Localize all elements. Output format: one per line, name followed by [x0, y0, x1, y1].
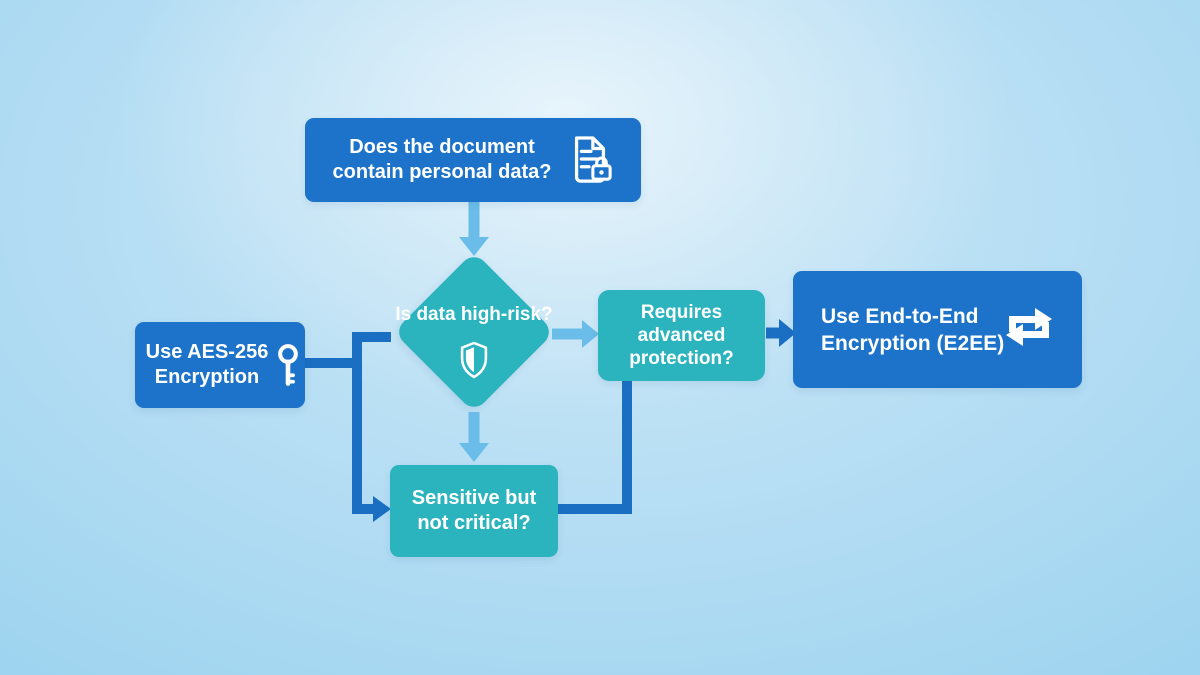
- edge-decision-advanced: [552, 320, 599, 348]
- edge-decision-sensitive: [459, 412, 489, 462]
- shield-icon: [460, 341, 488, 379]
- node-e2ee-label: Use End-to-End Encryption (E2EE): [821, 304, 1005, 355]
- edge-advanced-e2ee: [766, 319, 796, 347]
- edge-sensitive-advanced: [557, 378, 632, 514]
- node-decision-label: Is data high-risk?: [395, 304, 553, 325]
- node-aes-label: Use AES-256 Encryption: [145, 341, 269, 388]
- node-decision-content: Is data high-risk?: [394, 252, 554, 412]
- node-sensitive-not-critical: Sensitive but not critical?: [390, 465, 558, 557]
- key-icon: [278, 344, 298, 386]
- edge-start-decision: [459, 200, 489, 256]
- edge-aes-elbow: [303, 332, 391, 522]
- document-lock-icon: [575, 136, 613, 183]
- node-aes-encryption: Use AES-256 Encryption: [135, 322, 305, 408]
- node-advanced-label: Requires advanced protection?: [629, 302, 734, 369]
- node-start-question: Does the document contain personal data?: [305, 118, 641, 202]
- node-start-label: Does the document contain personal data?: [332, 136, 552, 183]
- node-e2ee-encryption: Use End-to-End Encryption (E2EE): [793, 271, 1082, 388]
- node-advanced-protection: Requires advanced protection?: [598, 290, 765, 381]
- node-sensitive-label: Sensitive but not critical?: [411, 487, 537, 534]
- swap-arrows-icon: [1006, 308, 1052, 346]
